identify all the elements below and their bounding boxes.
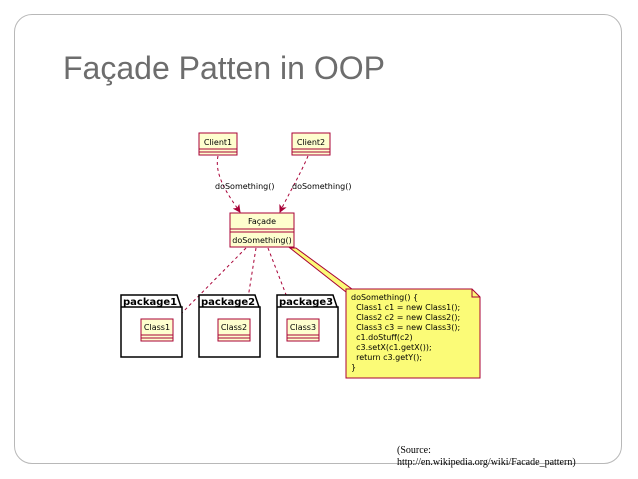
client1-class-box: Client1 [198,132,238,156]
note-line: Class3 c3 = new Class3(); [351,323,460,332]
call-label-2: doSomething() [292,182,351,191]
note-line: Class1 c1 = new Class1(); [351,303,460,312]
note-line: c3.setX(c1.getX()); [351,343,432,352]
client2-class-box: Client2 [291,132,331,156]
note-line: } [351,363,356,372]
package3-label: package3 [279,297,333,308]
client1-to-facade-arrow [216,155,241,213]
client2-label: Client2 [297,138,325,147]
package3: package3 Class3 [276,294,339,358]
facade-method: doSomething() [232,236,291,245]
note-line: return c3.getY(); [351,353,422,362]
facade-label: Façade [248,217,276,226]
note-line: Class2 c2 = new Class2(); [351,313,460,322]
package1: package1 Class1 [120,294,183,358]
slide-frame [14,14,622,464]
source-caption-line1: (Source: [397,445,431,456]
package2-label: package2 [201,297,255,308]
svg-text:doSomething() { Class1: doSomething() { Class1 c1 = new Class1()… [351,293,460,372]
call-label-1: doSomething() [215,182,274,191]
package1-label: package1 [123,297,177,308]
client2-to-facade-arrow [279,155,309,213]
note-connector [288,247,358,293]
class1-label: Class1 [144,323,170,332]
slide-title: Façade Patten in OOP [63,50,385,86]
facade-class-box: Façade doSomething() [229,212,295,248]
class2-label: Class2 [221,323,247,332]
source-caption: (Source: http://en.wikipedia.org/wiki/Fa… [397,445,576,469]
package2: package2 Class2 [198,294,261,358]
source-caption-link[interactable]: http://en.wikipedia.org/wiki/Facade_patt… [397,457,576,468]
code-note: doSomething() { Class1 c1 = new Class1()… [345,288,481,379]
client1-label: Client1 [204,138,232,147]
facade-to-class2-arrow [241,247,257,324]
note-line: c1.doStuff(c2) [351,333,413,342]
class3-label: Class3 [290,323,316,332]
note-line: doSomething() { [351,293,418,302]
